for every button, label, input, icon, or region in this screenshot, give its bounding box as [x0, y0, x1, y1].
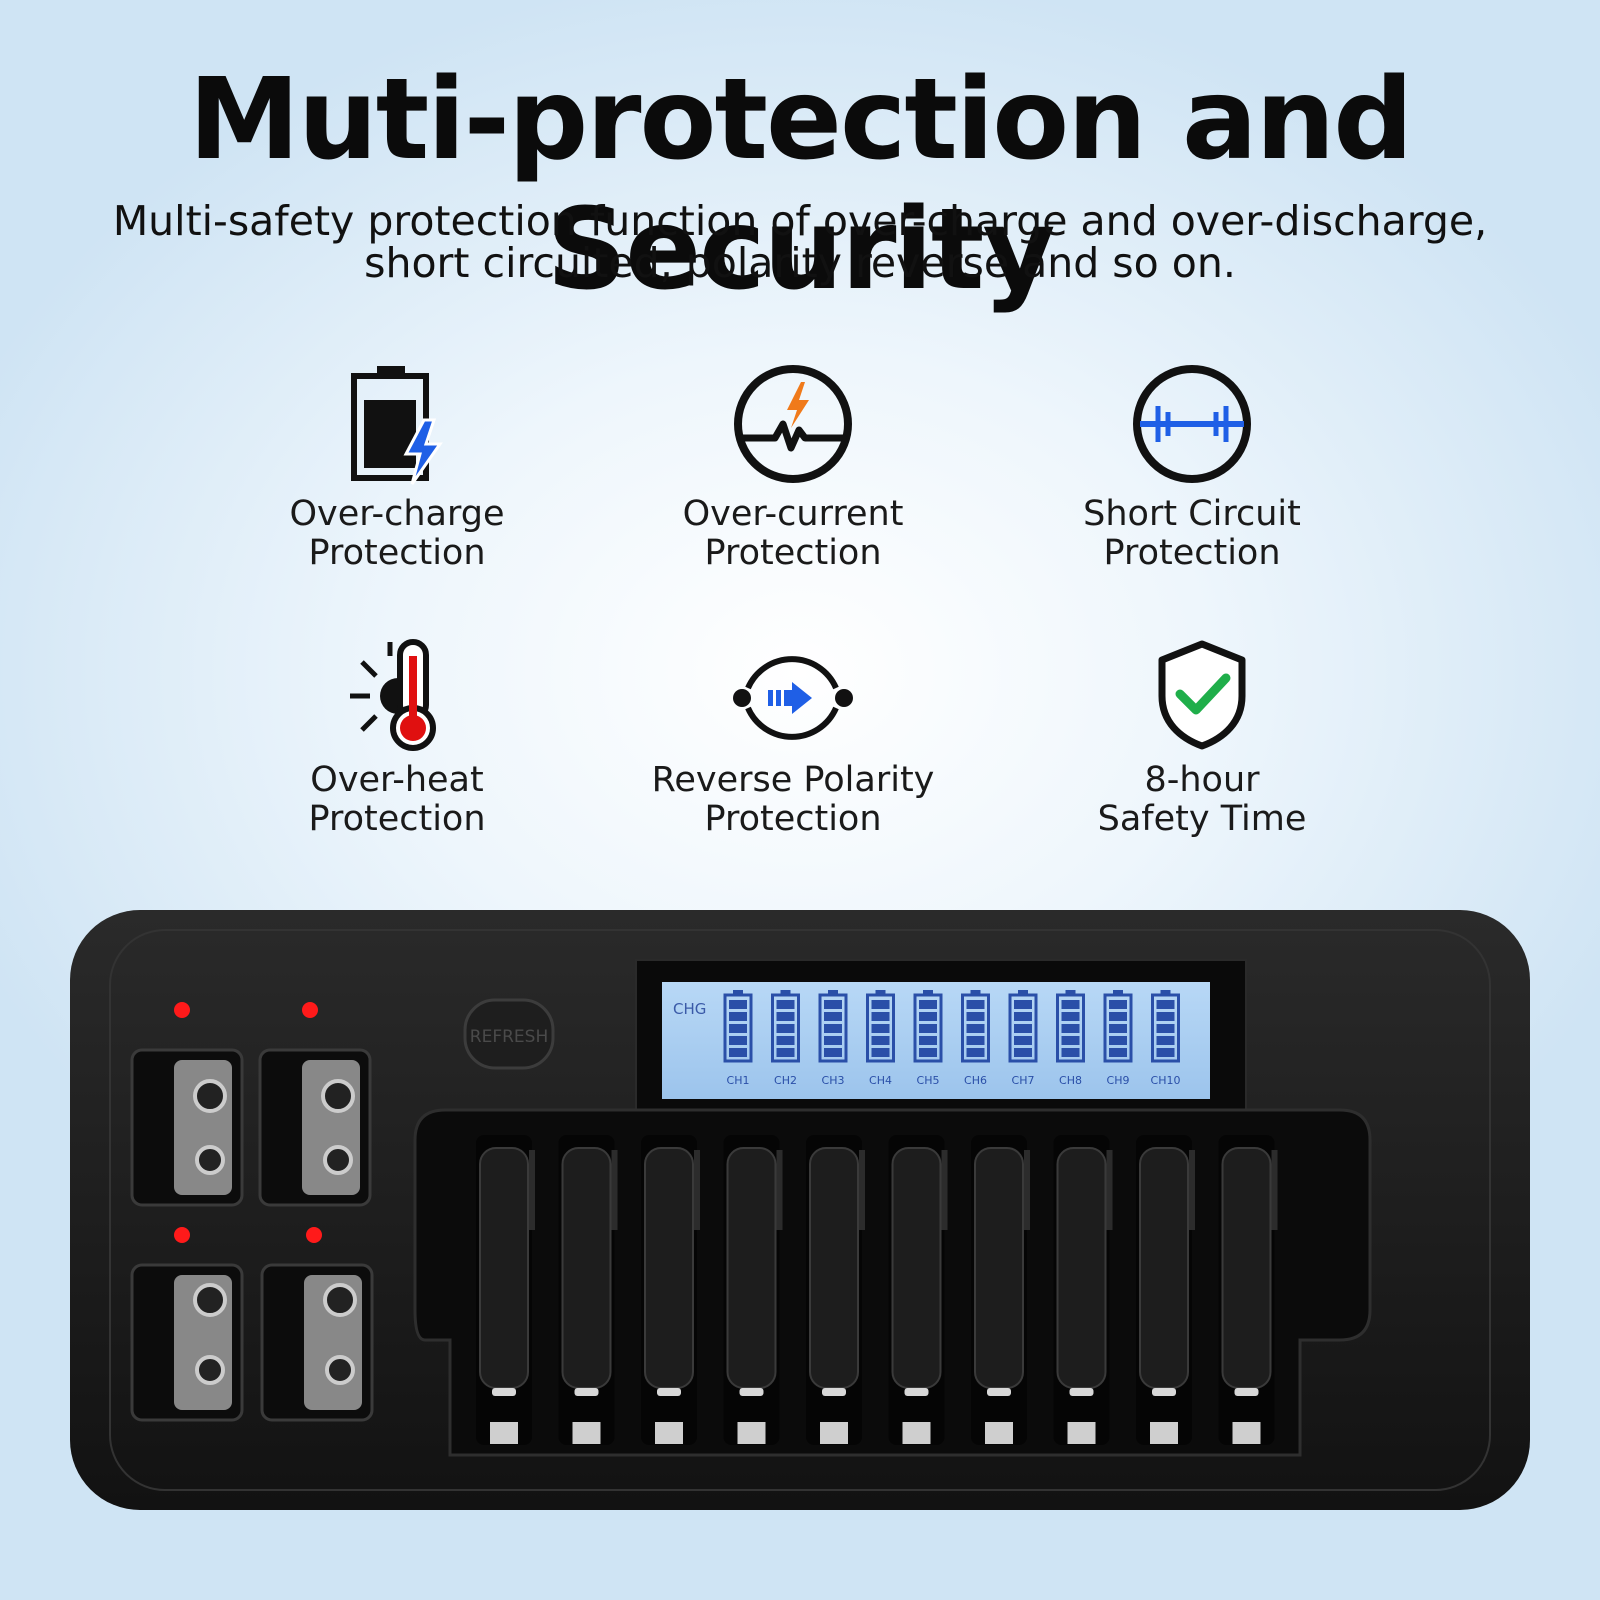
thermometer-icon: [350, 639, 436, 751]
shield-check-icon: [1158, 640, 1246, 750]
lcd-channel-label: CH2: [774, 1074, 797, 1087]
aa-slot[interactable]: [641, 1135, 700, 1445]
feature-reverse-polarity: Reverse Polarity Protection: [613, 638, 973, 839]
aa-slot[interactable]: [1218, 1135, 1278, 1445]
aa-slot[interactable]: [1136, 1135, 1195, 1445]
aa-slot[interactable]: [558, 1135, 618, 1445]
indicator-led: [174, 1227, 190, 1243]
lcd-channel-label: CH1: [727, 1074, 750, 1087]
aa-slots: [476, 1135, 1278, 1445]
lcd-channels: CH1 CH2 CH3 CH4 CH5 CH6 CH7 CH8 CH9 CH10: [723, 990, 1181, 1087]
subtitle: Multi-safety protection function of over…: [0, 200, 1600, 284]
lcd-channel-label: CH6: [964, 1074, 987, 1087]
lcd-channel-label: CH8: [1059, 1074, 1082, 1087]
feature-label: Over-charge Protection: [289, 494, 505, 573]
feature-over-charge: Over-charge Protection: [217, 362, 577, 573]
nine-volt-slot[interactable]: [130, 1227, 244, 1422]
feature-label: Short Circuit Protection: [1083, 494, 1301, 573]
current-surge-icon: [733, 365, 852, 483]
feature-short-circuit: Short Circuit Protection: [1012, 362, 1372, 573]
lcd-channel-label: CH9: [1107, 1074, 1130, 1087]
lcd-channel-indicator: CH8: [1056, 990, 1085, 1087]
refresh-button[interactable]: REFRESH: [463, 998, 555, 1070]
subtitle-line-1: Multi-safety protection function of over…: [112, 197, 1488, 245]
nine-volt-slot[interactable]: [260, 1227, 374, 1422]
feature-label: Reverse Polarity Protection: [651, 760, 935, 839]
lcd-channel-indicator: CH7: [1008, 990, 1038, 1087]
aa-slot[interactable]: [888, 1135, 948, 1445]
lcd-channel-indicator: CH3: [818, 990, 848, 1087]
aa-slot[interactable]: [476, 1135, 535, 1445]
aa-slot[interactable]: [1053, 1135, 1113, 1445]
lcd-channel-label: CH4: [869, 1074, 892, 1087]
lcd-status: CHG: [673, 1000, 706, 1018]
feature-label: Over-heat Protection: [308, 760, 486, 839]
nine-volt-slots: [130, 1002, 374, 1422]
lcd-channel-indicator: CH9: [1103, 990, 1133, 1087]
indicator-led: [174, 1002, 190, 1018]
lcd-channel-indicator: CH6: [961, 990, 990, 1087]
indicator-led: [302, 1002, 318, 1018]
short-circuit-icon: [1132, 365, 1251, 483]
lcd-channel-label: CH7: [1012, 1074, 1035, 1087]
aa-slot[interactable]: [971, 1135, 1030, 1445]
lcd-channel-label: CH5: [917, 1074, 940, 1087]
lcd-channel-indicator: CH5: [913, 990, 943, 1087]
page-title: Muti-protection and Security: [188, 55, 1414, 315]
feature-over-heat: Over-heat Protection: [217, 638, 577, 839]
feature-over-current: Over-current Protection: [613, 362, 973, 573]
battery-charge-icon: [351, 366, 443, 485]
subtitle-line-2: short circuited, polarity reverse and so…: [364, 239, 1236, 287]
lcd-channel-indicator: CH1: [723, 990, 753, 1087]
lcd-channel-label: CH10: [1151, 1074, 1181, 1087]
refresh-button-label: REFRESH: [470, 1027, 548, 1047]
indicator-led: [306, 1227, 322, 1243]
lcd-channel-label: CH3: [822, 1074, 845, 1087]
aa-slot[interactable]: [723, 1135, 783, 1445]
lcd-channel-indicator: CH10: [1151, 990, 1181, 1087]
feature-label: Over-current Protection: [682, 494, 904, 573]
feature-label: 8-hour Safety Time: [1097, 760, 1307, 839]
feature-safety-time: 8-hour Safety Time: [1022, 638, 1382, 839]
reverse-polarity-icon: [733, 656, 853, 740]
nine-volt-slot[interactable]: [130, 1002, 244, 1207]
lcd-channel-indicator: CH2: [771, 990, 800, 1087]
aa-slot[interactable]: [806, 1135, 865, 1445]
nine-volt-slot[interactable]: [258, 1002, 372, 1207]
lcd-channel-indicator: CH4: [866, 990, 895, 1087]
